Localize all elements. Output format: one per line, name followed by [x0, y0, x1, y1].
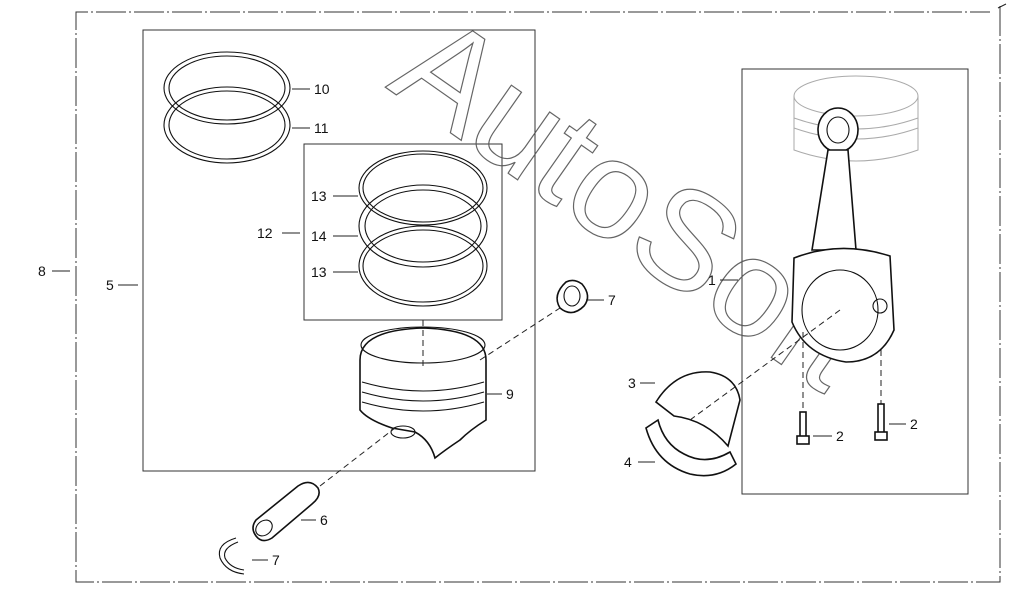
- callout-13-lower: 13: [311, 264, 327, 280]
- compression-ring-11: [163, 86, 291, 164]
- oil-ring-rail-13-lower: [358, 225, 488, 307]
- snap-ring-7-upper: [556, 279, 589, 314]
- piston-pin-6: [252, 481, 320, 542]
- callout-2-left: 2: [836, 428, 844, 444]
- oil-ring-rail-13-upper: [358, 150, 488, 226]
- callout-7-lower: 7: [272, 552, 280, 568]
- callout-7-upper: 7: [608, 292, 616, 308]
- ring-set-frame-12: [303, 143, 503, 321]
- callout-4: 4: [624, 454, 632, 470]
- callout-8: 8: [38, 263, 46, 279]
- compression-ring-10: [163, 51, 291, 125]
- callout-10: 10: [314, 81, 330, 97]
- callout-5: 5: [106, 277, 114, 293]
- callout-12: 12: [257, 225, 273, 241]
- callout-14: 14: [311, 228, 327, 244]
- leader-lines: [52, 88, 906, 561]
- rod-bolt-2-left: [796, 332, 810, 445]
- bearing-shell-4: [645, 418, 738, 477]
- connecting-rod-1: [791, 107, 895, 363]
- callouts: 10 11 13 14 13 12 5 8 1 9 7 6 7 3 4 2 2: [38, 81, 918, 568]
- callout-9: 9: [506, 386, 514, 402]
- callout-3: 3: [628, 375, 636, 391]
- callout-2-right: 2: [910, 416, 918, 432]
- rod-bolt-2-right: [874, 350, 888, 441]
- callout-13-upper: 13: [311, 188, 327, 204]
- piston-9: [359, 326, 487, 460]
- callout-1: 1: [708, 272, 716, 288]
- callout-11: 11: [314, 120, 329, 136]
- oil-ring-expander-14: [358, 184, 488, 268]
- callout-6: 6: [320, 512, 328, 528]
- connecting-rod-frame-1: [741, 68, 969, 495]
- snap-ring-7-lower: [218, 537, 245, 575]
- assembly-frame-8: [75, 3, 1007, 583]
- bearing-shell-3: [654, 371, 741, 448]
